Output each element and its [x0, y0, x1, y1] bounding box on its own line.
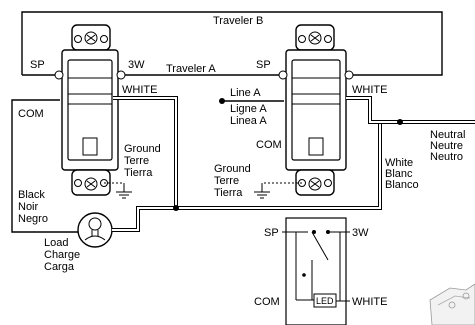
left-white-wire — [113, 96, 178, 208]
left-3w-label: 3W — [128, 59, 145, 71]
left-junction-dot — [173, 205, 179, 211]
left-ground-label: Ground Terre Tierra — [124, 143, 164, 179]
load-light-symbol — [77, 212, 113, 248]
right-ground-label: Ground Terre Tierra — [214, 163, 254, 199]
schematic-white-label: WHITE — [352, 296, 387, 308]
left-sp-label: SP — [30, 59, 45, 71]
right-white-label: WHITE — [352, 84, 387, 96]
right-com-label: COM — [256, 139, 282, 151]
left-com-label: COM — [18, 108, 44, 120]
switch-schematic — [282, 217, 350, 325]
line-a-wire — [219, 98, 284, 104]
traveler-a-label: Traveler A — [166, 63, 216, 75]
line-a-label: Line A Ligne A Linea A — [230, 87, 269, 127]
load-label: Load Charge Carga — [44, 237, 83, 273]
neutral-label: Neutral Neutre Neutro — [430, 129, 469, 163]
left-ground-symbol — [104, 182, 132, 199]
right-ground-symbol — [254, 182, 302, 199]
white-wire-label: White Blanc Blanco — [385, 157, 419, 191]
left-white-label: WHITE — [122, 84, 157, 96]
schematic-sp-label: SP — [264, 227, 279, 239]
left-switch — [54, 24, 126, 196]
schematic-led-label: LED — [316, 296, 334, 306]
left-com-wire — [11, 99, 78, 233]
right-white-wire — [346, 96, 475, 124]
neutral-junction-dot — [397, 119, 403, 125]
right-switch — [278, 24, 354, 196]
schematic-3w-label: 3W — [352, 227, 369, 239]
device-sketch-image — [429, 283, 475, 325]
schematic-com-label: COM — [254, 296, 280, 308]
traveler-b-label: Traveler B — [213, 15, 263, 27]
right-sp-label: SP — [256, 59, 271, 71]
black-wire-label: Black Noir Negro — [18, 189, 48, 225]
